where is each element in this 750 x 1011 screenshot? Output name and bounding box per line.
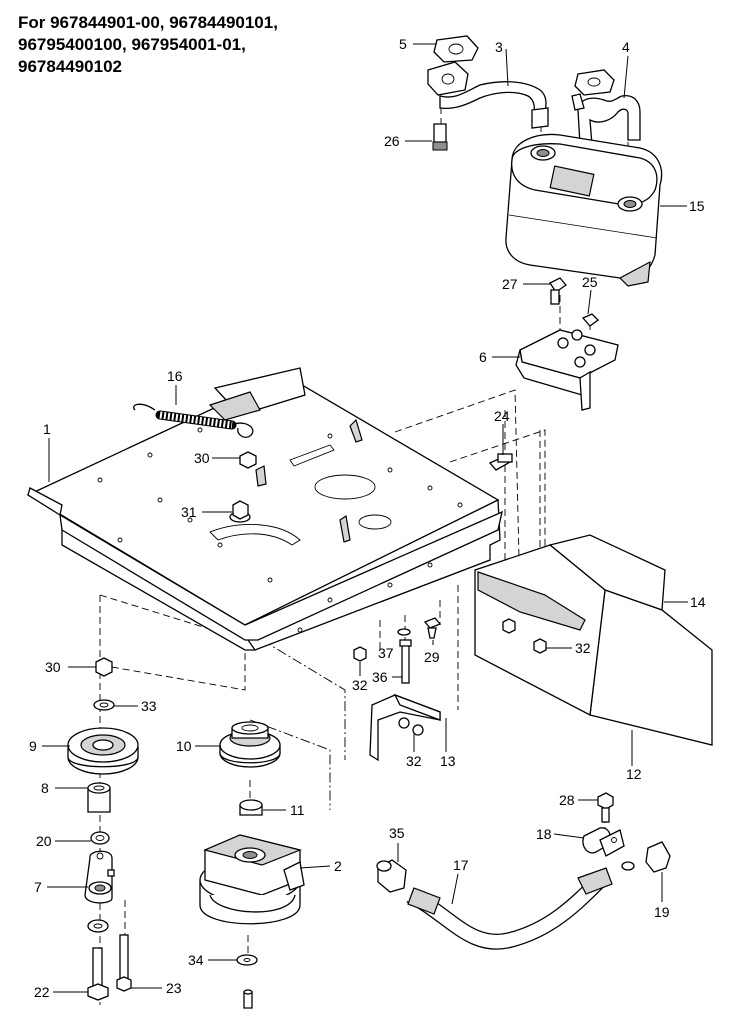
callout-33: 33 xyxy=(141,698,157,714)
callout-18: 18 xyxy=(536,826,552,842)
bracket-13 xyxy=(369,693,441,762)
exhaust-pipe-3 xyxy=(427,61,549,129)
callout-15: 15 xyxy=(689,198,705,214)
nut-32-b xyxy=(533,638,547,654)
callout-27: 27 xyxy=(502,276,518,292)
callout-26: 26 xyxy=(384,133,400,149)
nut-31 xyxy=(229,500,251,523)
bolt-36 xyxy=(399,639,412,684)
nut-30-deck xyxy=(239,451,257,469)
crank-shaft xyxy=(243,989,253,1009)
spacer-11 xyxy=(239,799,263,816)
exhaust-pipe-4 xyxy=(571,69,641,146)
pulley-10 xyxy=(219,721,281,768)
idler-arm-7 xyxy=(84,850,115,904)
callout-24: 24 xyxy=(494,408,510,424)
callout-29: 29 xyxy=(424,649,440,665)
gasket-5 xyxy=(433,35,479,63)
belt-guard-14 xyxy=(474,534,713,746)
callouts: 5 3 4 26 15 27 25 6 16 1 24 30 31 14 32 … xyxy=(29,36,706,1000)
callout-32-right: 32 xyxy=(575,640,591,656)
muffler-15 xyxy=(505,133,663,287)
callout-13: 13 xyxy=(440,753,456,769)
callout-22: 22 xyxy=(34,984,50,1000)
bolt-29 xyxy=(423,617,442,639)
bushing-20 xyxy=(90,831,110,845)
callout-32-low: 32 xyxy=(406,753,422,769)
screw-26 xyxy=(432,123,448,151)
callout-7: 7 xyxy=(34,879,42,895)
nut-32-c xyxy=(353,646,367,662)
callout-17: 17 xyxy=(453,857,469,873)
callout-30-left: 30 xyxy=(45,659,61,675)
callout-19: 19 xyxy=(654,904,670,920)
callout-32-mid: 32 xyxy=(352,677,368,693)
washer-34 xyxy=(236,954,258,966)
screw-27 xyxy=(549,277,567,305)
fitting-35 xyxy=(376,859,407,893)
callout-36: 36 xyxy=(372,669,388,685)
title-line-1: For 967844901-00, 96784490101, xyxy=(18,13,278,32)
callout-1: 1 xyxy=(43,421,51,437)
callout-3: 3 xyxy=(495,39,503,55)
spacer-8 xyxy=(87,782,111,813)
washer-37 xyxy=(397,628,411,636)
idler-pulley-9 xyxy=(67,727,139,775)
muffler-bracket-6 xyxy=(515,329,619,411)
callout-20: 20 xyxy=(36,833,52,849)
callout-4: 4 xyxy=(622,39,630,55)
washer-33 xyxy=(93,699,115,711)
clutch-2 xyxy=(199,834,305,925)
callout-8: 8 xyxy=(41,780,49,796)
bolt-24 xyxy=(488,453,513,471)
callout-37: 37 xyxy=(378,645,394,661)
callout-14: 14 xyxy=(690,594,706,610)
callout-23: 23 xyxy=(166,980,182,996)
deck-plate-1 xyxy=(26,367,503,651)
bolt-23 xyxy=(116,934,132,992)
callout-28: 28 xyxy=(559,792,575,808)
callout-25: 25 xyxy=(582,274,598,290)
bolt-22 xyxy=(87,947,109,1001)
callout-35: 35 xyxy=(389,825,405,841)
callout-6: 6 xyxy=(479,349,487,365)
callout-30-top: 30 xyxy=(194,450,210,466)
nut-left-lower xyxy=(87,919,109,933)
screw-25 xyxy=(581,313,599,327)
title-line-2: 96795400100, 967954001-01, xyxy=(18,35,246,54)
hose-17 xyxy=(406,867,613,950)
diagram-title: For 967844901-00, 96784490101, 967954001… xyxy=(18,12,278,78)
title-line-3: 96784490102 xyxy=(18,57,123,76)
callout-5: 5 xyxy=(399,36,407,52)
callout-2: 2 xyxy=(334,858,342,874)
callout-10: 10 xyxy=(176,738,192,754)
spring-16 xyxy=(133,403,254,438)
callout-31: 31 xyxy=(181,504,197,520)
nut-30-left xyxy=(95,657,113,677)
bolt-28 xyxy=(597,792,614,823)
nut-32-a xyxy=(502,618,516,634)
callout-9: 9 xyxy=(29,738,37,754)
clamp-18 xyxy=(582,827,625,857)
callout-16: 16 xyxy=(167,368,183,384)
fitting-19 xyxy=(621,841,671,873)
callout-11: 11 xyxy=(290,802,305,818)
callout-34: 34 xyxy=(188,952,204,968)
callout-12: 12 xyxy=(626,766,642,782)
